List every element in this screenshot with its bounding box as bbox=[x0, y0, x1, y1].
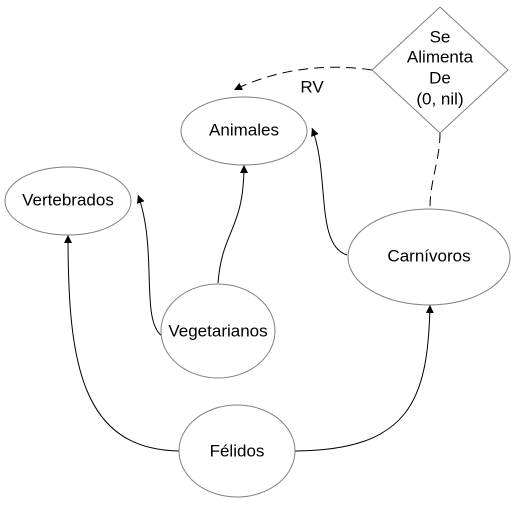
edge-felidos-carnivoros bbox=[294, 304, 434, 452]
node-vegetarianos-label: Vegetarianos bbox=[168, 321, 267, 340]
edge-vegetarianos-vertebrados bbox=[136, 194, 163, 337]
node-vertebrados[interactable]: Vertebrados bbox=[4, 166, 132, 236]
edge-vegetarianos-animales bbox=[217, 164, 248, 284]
edge-label-rv: RV bbox=[300, 77, 324, 96]
node-animales-label: Animales bbox=[209, 120, 279, 139]
relation-se-alimenta-de[interactable]: Se Alimenta De (0, nil) bbox=[371, 6, 509, 134]
edge-relation-animales bbox=[233, 66, 373, 91]
relation-line3: De bbox=[429, 68, 451, 87]
node-vertebrados-label: Vertebrados bbox=[22, 190, 114, 209]
relation-line4: (0, nil) bbox=[416, 89, 463, 108]
node-felidos[interactable]: Félidos bbox=[178, 404, 296, 498]
node-felidos-label: Félidos bbox=[210, 441, 265, 460]
relation-line1: Se bbox=[430, 27, 451, 46]
node-animales[interactable]: Animales bbox=[180, 96, 308, 166]
edge-carnivoros-animales bbox=[311, 127, 348, 256]
node-vegetarianos[interactable]: Vegetarianos bbox=[160, 283, 276, 379]
edge-felidos-vertebrados bbox=[64, 234, 181, 452]
node-carnivoros-label: Carnívoros bbox=[387, 246, 470, 265]
relation-line2: Alimenta bbox=[407, 47, 474, 66]
node-carnivoros[interactable]: Carnívoros bbox=[347, 208, 511, 306]
edge-relation-carnivoros bbox=[429, 132, 441, 209]
